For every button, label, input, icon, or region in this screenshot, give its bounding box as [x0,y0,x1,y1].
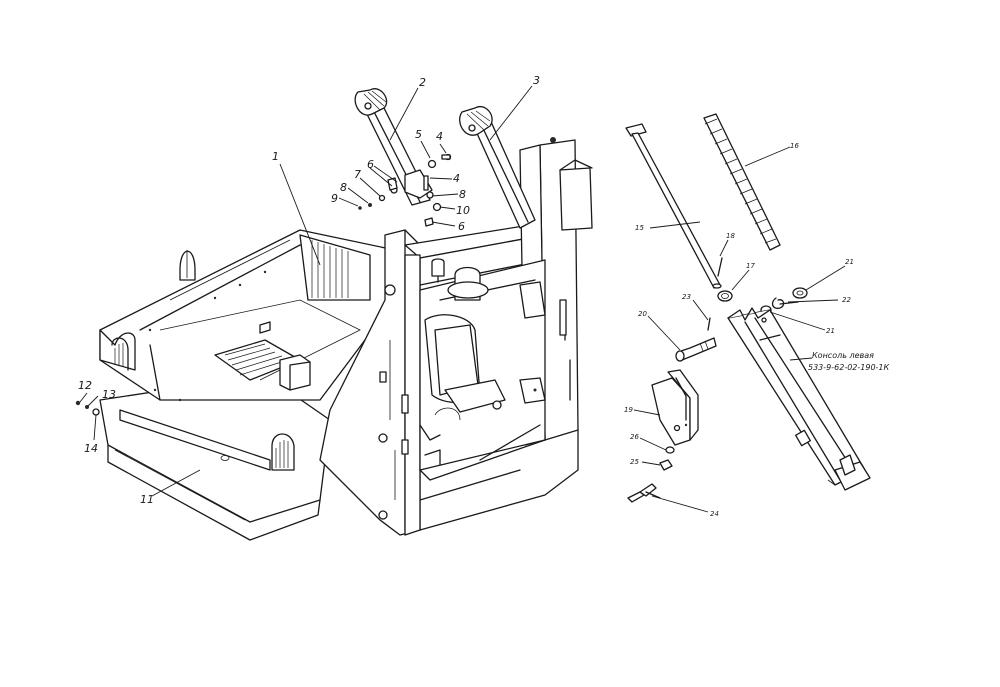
bottom-plate [99,374,331,541]
callout-9: 9 [331,192,338,205]
callout-5: 5 [415,128,422,141]
callout-14: 14 [84,442,98,455]
spring-22 [771,297,799,309]
pin-23 [707,317,711,331]
wing-bolt-24 [627,483,661,503]
washer-21-top [792,287,808,299]
callout-18: 18 [726,232,735,240]
callout-24: 24 [710,510,719,518]
lever-arm-right [459,105,536,229]
callout-21a: 21 [845,258,854,266]
left-side-panel [99,229,396,471]
bracket-19 [651,369,699,446]
callout-22: 22 [842,296,851,304]
callout-7: 7 [354,168,361,181]
callout-8b: 8 [459,188,466,201]
ring-17 [717,290,733,302]
callout-16: 16 [790,142,799,150]
callout-12: 12 [78,379,92,392]
callout-21b: 21 [826,327,835,335]
callout-11: 11 [140,493,154,506]
callout-26: 26 [630,433,639,441]
nut-25 [659,459,673,471]
callout-17: 17 [746,262,755,270]
console-note-title: Консоль левая [812,351,874,360]
pin-18 [717,257,723,277]
callout-1: 1 [272,150,279,163]
console-parts [625,113,871,503]
callout-19: 19 [624,406,633,414]
callout-4b: 4 [453,172,460,185]
rod-15 [625,123,722,289]
callout-15: 15 [635,224,644,232]
callout-2: 2 [419,76,426,89]
callout-13: 13 [102,388,116,401]
callout-4a: 4 [436,130,443,143]
spring-16 [703,113,781,251]
callout-labels: 1 2 3 4 5 4 6 7 8 8 9 10 6 11 12 13 14 1… [78,74,890,518]
bolt-washer-set [75,400,100,416]
callout-20: 20 [638,310,647,318]
console-left [727,307,871,491]
callout-10: 10 [456,204,470,217]
console-note-code: 533-9-62-02-190-1К [808,363,890,372]
bolt-20 [675,337,717,362]
callout-25: 25 [630,458,639,466]
callout-23: 23 [682,293,691,301]
callout-8a: 8 [340,181,347,194]
callout-6b: 6 [458,220,465,233]
washer-26 [665,446,675,454]
callout-6a: 6 [367,158,374,171]
leader-lines [79,85,846,513]
frame-assembly [75,88,593,541]
side-fittings [379,299,567,455]
callout-3: 3 [533,74,540,87]
main-box-frame [319,137,593,536]
